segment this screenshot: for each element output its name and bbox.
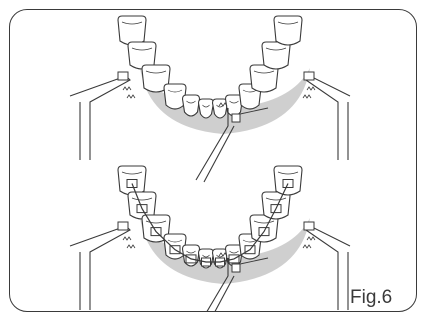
instrument-tip [118, 72, 128, 80]
ligature-tie-icon [127, 95, 135, 98]
dental-arch-bottom-panel [70, 166, 350, 312]
ligature-tie-icon [123, 237, 131, 240]
instrument-tip [304, 222, 314, 230]
instrument-handle [204, 126, 234, 182]
instrument-probe-icon [70, 76, 130, 160]
tooth [213, 99, 228, 118]
tooth [199, 99, 214, 118]
ligature-tie-icon [307, 87, 315, 90]
ligature-tie-icon [307, 237, 315, 240]
instrument-tip [232, 114, 240, 122]
instrument-tip [304, 72, 314, 80]
instrument-probe-icon [306, 226, 350, 310]
tooth [262, 42, 290, 69]
figure-caption: Fig.6 [350, 287, 392, 309]
instrument-tip [118, 222, 128, 230]
instrument-probe-icon [70, 226, 130, 310]
instrument-tip [232, 264, 240, 272]
instrument-probe-icon [306, 76, 350, 160]
ligature-tie-icon [123, 87, 131, 90]
dental-arch-top-panel [70, 16, 350, 182]
ligature-tie-icon [303, 95, 311, 98]
ligature-tie-icon [127, 245, 135, 248]
figure-frame: Fig.6 [9, 9, 417, 312]
dental-illustration [10, 10, 417, 312]
ligature-tie-icon [303, 245, 311, 248]
tooth [274, 16, 302, 45]
tooth [183, 95, 200, 116]
tooth [118, 16, 146, 45]
